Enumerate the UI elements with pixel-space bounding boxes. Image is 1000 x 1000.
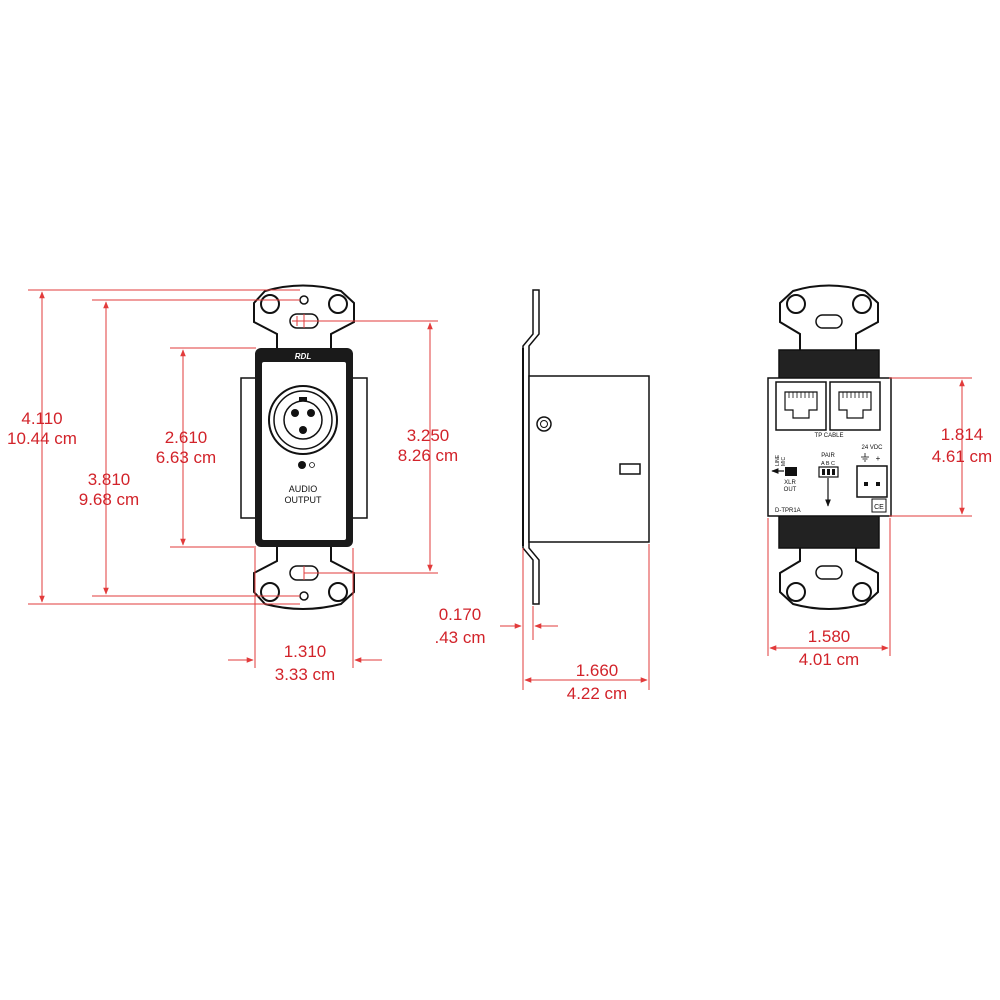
- pair-jumper-pin: [822, 469, 825, 475]
- depth-cm: 4.22 cm: [567, 684, 627, 703]
- back-width-in: 1.580: [808, 627, 851, 646]
- side-housing: [528, 375, 650, 543]
- back-dimensions: [767, 377, 972, 656]
- front-corner-hole: [260, 294, 280, 314]
- back-mount-slot: [815, 565, 843, 580]
- screw-spacing-in: 3.810: [88, 470, 131, 489]
- audio-label: AUDIO: [289, 484, 318, 494]
- plus-label: +: [876, 454, 881, 463]
- plate-thickness-cm: .43 cm: [434, 628, 485, 647]
- front-screw-hole: [299, 591, 309, 601]
- back-corner-hole: [852, 582, 872, 602]
- side-dimensions: [500, 544, 650, 690]
- panel-width-in: 1.310: [284, 642, 327, 661]
- front-mounting-strap: [253, 284, 355, 610]
- ce-mark-box: [871, 498, 887, 513]
- front-side-bracket: [351, 377, 368, 519]
- brand-label: RDL: [295, 352, 312, 361]
- front-side-bracket: [240, 377, 257, 519]
- pair-label: PAIR: [821, 453, 835, 459]
- ground-symbol-icon: [861, 453, 869, 462]
- pair-jumper-pin: [827, 469, 830, 475]
- plate-thickness-in: 0.170: [439, 605, 482, 624]
- back-corner-hole: [852, 294, 872, 314]
- side-view: [522, 289, 650, 605]
- out-label: OUT: [784, 487, 797, 493]
- line-mic-jumper: [785, 467, 797, 476]
- screw-spacing-cm: 9.68 cm: [79, 490, 139, 509]
- vdc-label: 24 VDC: [861, 445, 883, 451]
- depth-in: 1.660: [576, 661, 619, 680]
- power-symbol-icon: [309, 462, 315, 468]
- terminal-screw: [876, 482, 880, 486]
- back-width-cm: 4.01 cm: [799, 650, 859, 669]
- front-corner-hole: [260, 582, 280, 602]
- model-label: D-TPR1A: [775, 508, 801, 514]
- front-dimensions: [28, 289, 438, 668]
- led-indicator-icon: [298, 461, 306, 469]
- back-corner-hole: [786, 294, 806, 314]
- ce-mark: CE: [874, 504, 884, 511]
- line-label: LINE: [775, 454, 781, 466]
- mount-spacing-in: 3.250: [407, 426, 450, 445]
- xlr-female-connector-icon: [268, 385, 338, 455]
- panel-height-in: 2.610: [165, 428, 208, 447]
- output-label: OUTPUT: [285, 495, 323, 505]
- side-screw: [540, 420, 548, 428]
- pair-jumper-pin: [832, 469, 835, 475]
- xlr-label: XLR: [784, 480, 796, 486]
- front-corner-hole: [328, 294, 348, 314]
- overall-height-cm: 10.44 cm: [7, 429, 77, 448]
- back-mount-slot: [815, 314, 843, 329]
- label-height-in: 1.814: [941, 425, 984, 444]
- terminal-screw: [864, 482, 868, 486]
- overall-height-in: 4.110: [21, 409, 62, 428]
- panel-width-cm: 3.33 cm: [275, 665, 335, 684]
- panel-height-cm: 6.63 cm: [156, 448, 216, 467]
- label-height-cm: 4.61 cm: [932, 447, 992, 466]
- mount-spacing-cm: 8.26 cm: [398, 446, 458, 465]
- rj45-jack-icon: [829, 381, 881, 431]
- front-screw-hole: [299, 295, 309, 305]
- front-corner-hole: [328, 582, 348, 602]
- tp-cable-label: TP CABLE: [815, 433, 844, 439]
- rj45-jack-icon: [775, 381, 827, 431]
- back-corner-hole: [786, 582, 806, 602]
- power-terminal-block: [856, 465, 888, 498]
- mic-label: MIC: [781, 456, 787, 466]
- back-view: TP CABLE LINE MIC XLR OUT PAIR A B C 24 …: [767, 284, 892, 610]
- side-mounting-strap: [522, 289, 540, 605]
- front-view: RDL AUDIO OUTPUT: [240, 284, 368, 610]
- abc-label: A B C: [821, 461, 835, 467]
- side-vent-slot: [619, 463, 641, 475]
